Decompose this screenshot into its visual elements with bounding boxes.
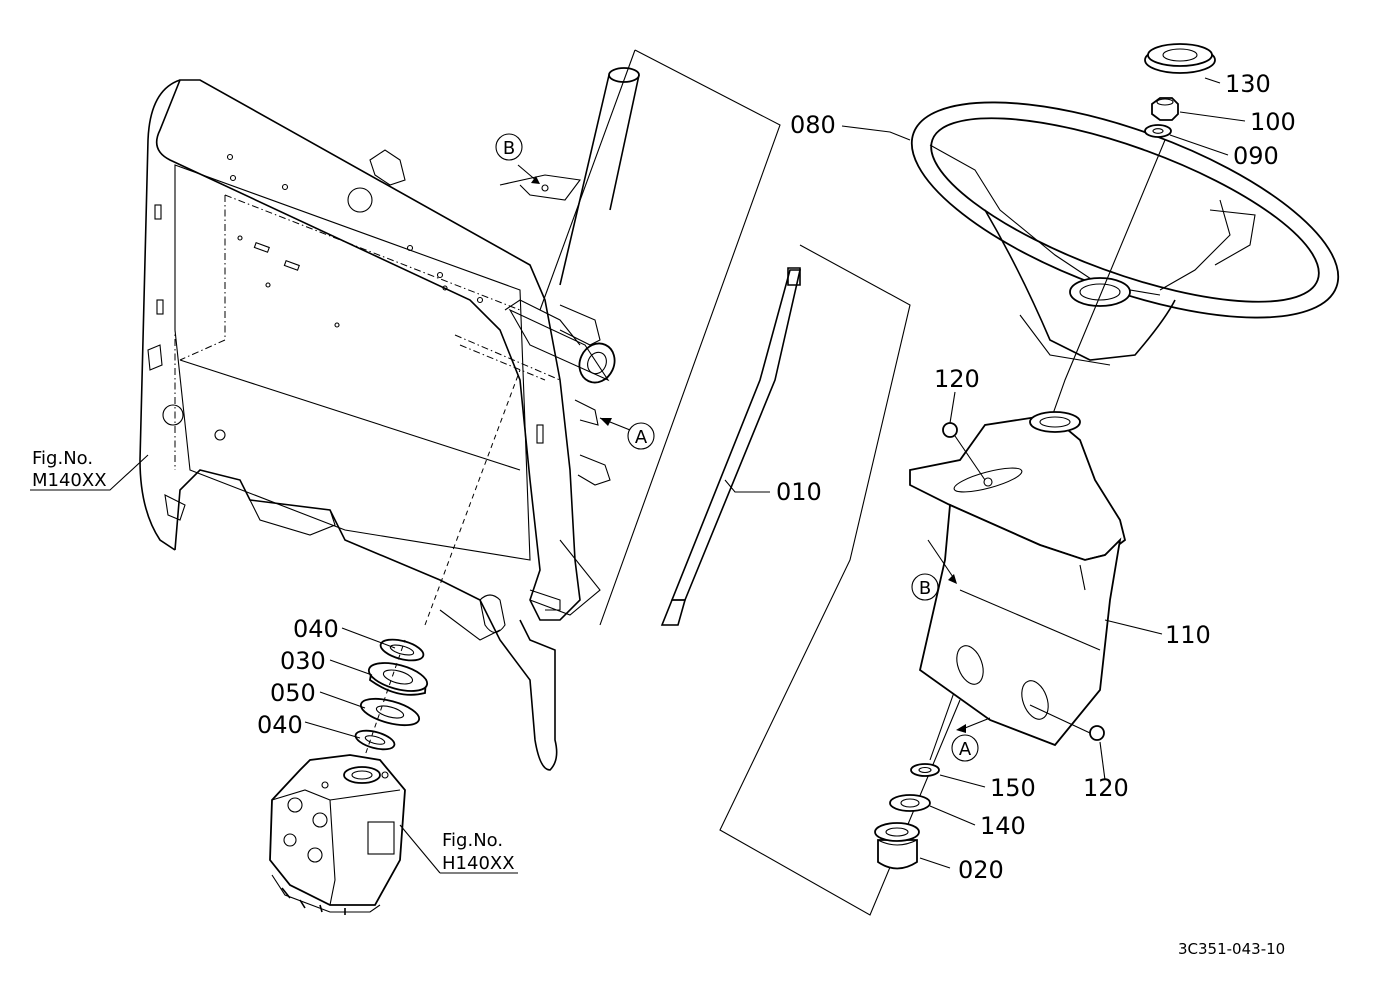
- marker-b-2: B: [919, 578, 931, 599]
- b-bracket: [499, 174, 581, 201]
- seal-050: [359, 697, 421, 727]
- label-040-upper: 040: [293, 615, 339, 643]
- marker-a-1: A: [635, 427, 648, 448]
- steering-shaft: [660, 244, 961, 916]
- fig-ref-m-line1: Fig.No.: [32, 448, 93, 469]
- label-100: 100: [1250, 108, 1296, 136]
- marker-b-circle-2: [911, 573, 939, 601]
- fig-ref-h-line2: H140XX: [442, 853, 515, 874]
- marker-a-circle-1: [627, 422, 655, 450]
- steering-wheel: [910, 101, 1340, 366]
- washer-150: [910, 763, 940, 777]
- label-080: 080: [790, 111, 836, 139]
- label-120-upper: 120: [934, 365, 980, 393]
- label-110: 110: [1165, 621, 1211, 649]
- hub-cap: [1144, 43, 1216, 74]
- label-010: 010: [776, 478, 822, 506]
- fig-ref-h-line1: Fig.No.: [442, 830, 503, 851]
- leader-lines: [30, 77, 1246, 874]
- label-040-lower: 040: [257, 711, 303, 739]
- nut: [1151, 97, 1179, 121]
- fig-ref-m-line2: M140XX: [32, 470, 107, 491]
- steering-pump: [269, 754, 406, 915]
- screw-120-lower: [1029, 704, 1105, 741]
- marker-b-circle-1: [495, 133, 523, 161]
- marker-b-1: B: [503, 138, 515, 159]
- bushing-020: [874, 822, 920, 870]
- label-030: 030: [280, 647, 326, 675]
- dashboard-frame: [139, 79, 611, 771]
- marker-a-2: A: [959, 739, 972, 760]
- marker-a-circle-2: [951, 734, 979, 762]
- marker-arrows: [517, 164, 991, 733]
- label-150: 150: [990, 774, 1036, 802]
- washer-140: [889, 794, 931, 812]
- washer-090: [1144, 124, 1172, 138]
- label-020: 020: [958, 856, 1004, 884]
- bearing-030: [367, 662, 429, 696]
- label-120-lower: 120: [1083, 774, 1129, 802]
- label-140: 140: [980, 812, 1026, 840]
- washer-040-lower: [354, 729, 396, 751]
- label-130: 130: [1225, 70, 1271, 98]
- label-050: 050: [270, 679, 316, 707]
- column-cover: [909, 411, 1127, 747]
- drawing-number: 3C351-043-10: [1178, 940, 1285, 958]
- upper-tube: [539, 49, 781, 626]
- column-bracket: [454, 299, 616, 384]
- label-090: 090: [1233, 142, 1279, 170]
